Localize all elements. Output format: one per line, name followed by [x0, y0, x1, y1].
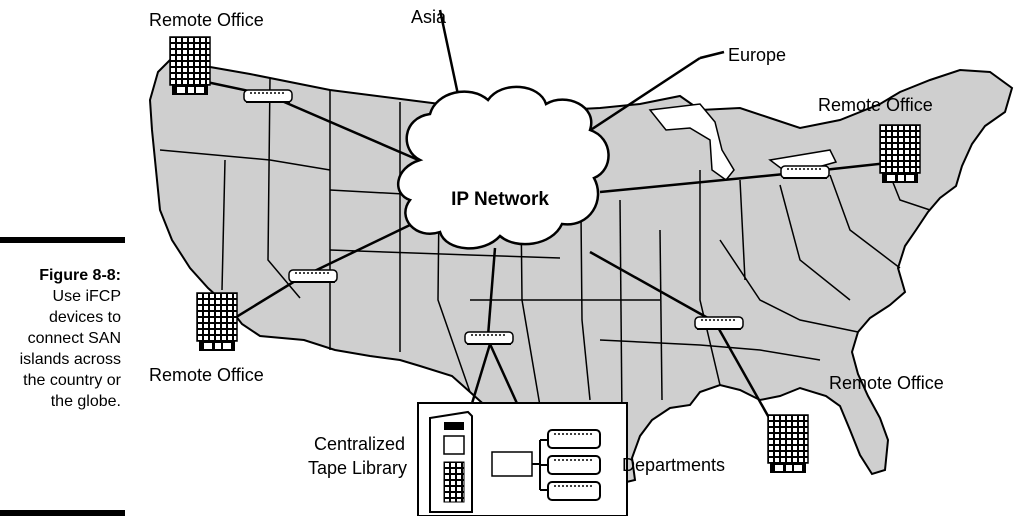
network-diagram: IP Network Remote Office Asia Europe Rem…: [148, 7, 1014, 516]
ip-network-cloud: [396, 85, 610, 250]
remote-office-ne-building: [879, 124, 921, 184]
figure-number: Figure 8-8:: [39, 267, 121, 284]
ifcp-gateway-sw: [288, 269, 338, 283]
asia-label: Asia: [411, 7, 447, 27]
tape-library-label-line2: Tape Library: [308, 458, 407, 478]
europe-label: Europe: [728, 45, 786, 65]
departments-label: Departments: [622, 455, 725, 475]
figure-caption: Figure 8-8: Use iFCP devices to connect …: [0, 237, 125, 516]
caption-top-rule: [0, 237, 125, 243]
ifcp-gateway-ne: [780, 165, 830, 179]
tape-library-label-line1: Centralized: [314, 434, 405, 454]
remote-office-nw-building: [169, 36, 211, 96]
remote-office-se-building: [767, 414, 809, 474]
caption-text-block: Figure 8-8: Use iFCP devices to connect …: [0, 265, 125, 412]
remote-office-sw-building: [196, 292, 238, 352]
tape-library-icon: [429, 410, 473, 513]
ifcp-gateway-se: [694, 316, 744, 330]
san-switch-icon: [491, 451, 533, 477]
department-storage-stack: [547, 429, 601, 501]
remote-office-ne-label: Remote Office: [818, 95, 933, 115]
figure-caption-text: Use iFCP devices to connect SAN islands …: [19, 288, 121, 410]
remote-office-se-label: Remote Office: [829, 373, 944, 393]
ifcp-gateway-nw: [243, 89, 293, 103]
remote-office-sw-label: Remote Office: [149, 365, 264, 385]
ifcp-gateway-central: [464, 331, 514, 345]
ip-network-label: IP Network: [451, 189, 549, 210]
remote-office-nw-label: Remote Office: [149, 10, 264, 30]
caption-bottom-rule: [0, 510, 125, 516]
